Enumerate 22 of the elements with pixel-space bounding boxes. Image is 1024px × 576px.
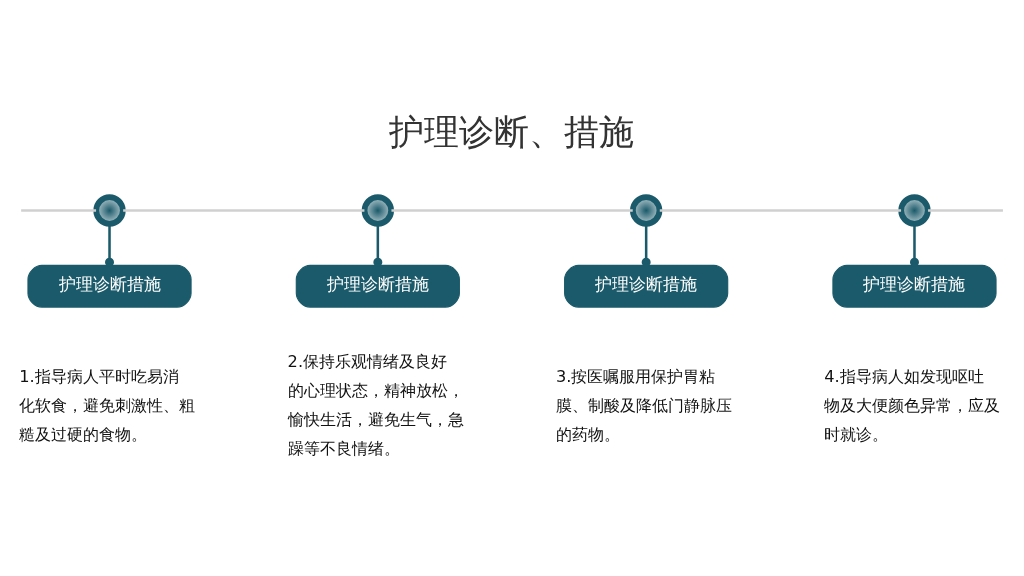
connector bbox=[909, 224, 919, 267]
node-label: 4.指导病人如发现呕吐物及大便颜色异常，应及时就诊。 bbox=[824, 367, 1001, 445]
node-box: 护理诊断措施 bbox=[295, 264, 460, 308]
connector bbox=[123, 209, 365, 212]
node-label: 1.指导病人平时吃易消化软食，避免刺激性、粗糙及过硬的食物。 bbox=[19, 367, 196, 445]
connector bbox=[373, 224, 383, 267]
node-circle bbox=[93, 194, 126, 227]
connector bbox=[641, 224, 651, 267]
node-circle bbox=[361, 194, 395, 227]
node-label: 3.按医嘱服用保护胃粘膜、制酸及降低门静脉压的药物。 bbox=[555, 367, 732, 445]
connector bbox=[391, 209, 633, 212]
node-box: 护理诊断措施 bbox=[832, 264, 997, 308]
connector bbox=[659, 209, 902, 212]
node-label: 2.保持乐观情绪及良好的心理状态，精神放松，愉快生活，避免生气，急躁等不良情绪。 bbox=[287, 352, 464, 459]
node-box: 护理诊断措施 bbox=[564, 264, 729, 308]
connector bbox=[928, 209, 1003, 212]
node-circle bbox=[629, 194, 663, 227]
connector bbox=[21, 209, 97, 212]
connector bbox=[105, 224, 115, 267]
node-circle bbox=[898, 194, 931, 227]
diagram-title: 护理诊断、措施 bbox=[389, 112, 635, 153]
node-box: 护理诊断措施 bbox=[27, 264, 192, 308]
